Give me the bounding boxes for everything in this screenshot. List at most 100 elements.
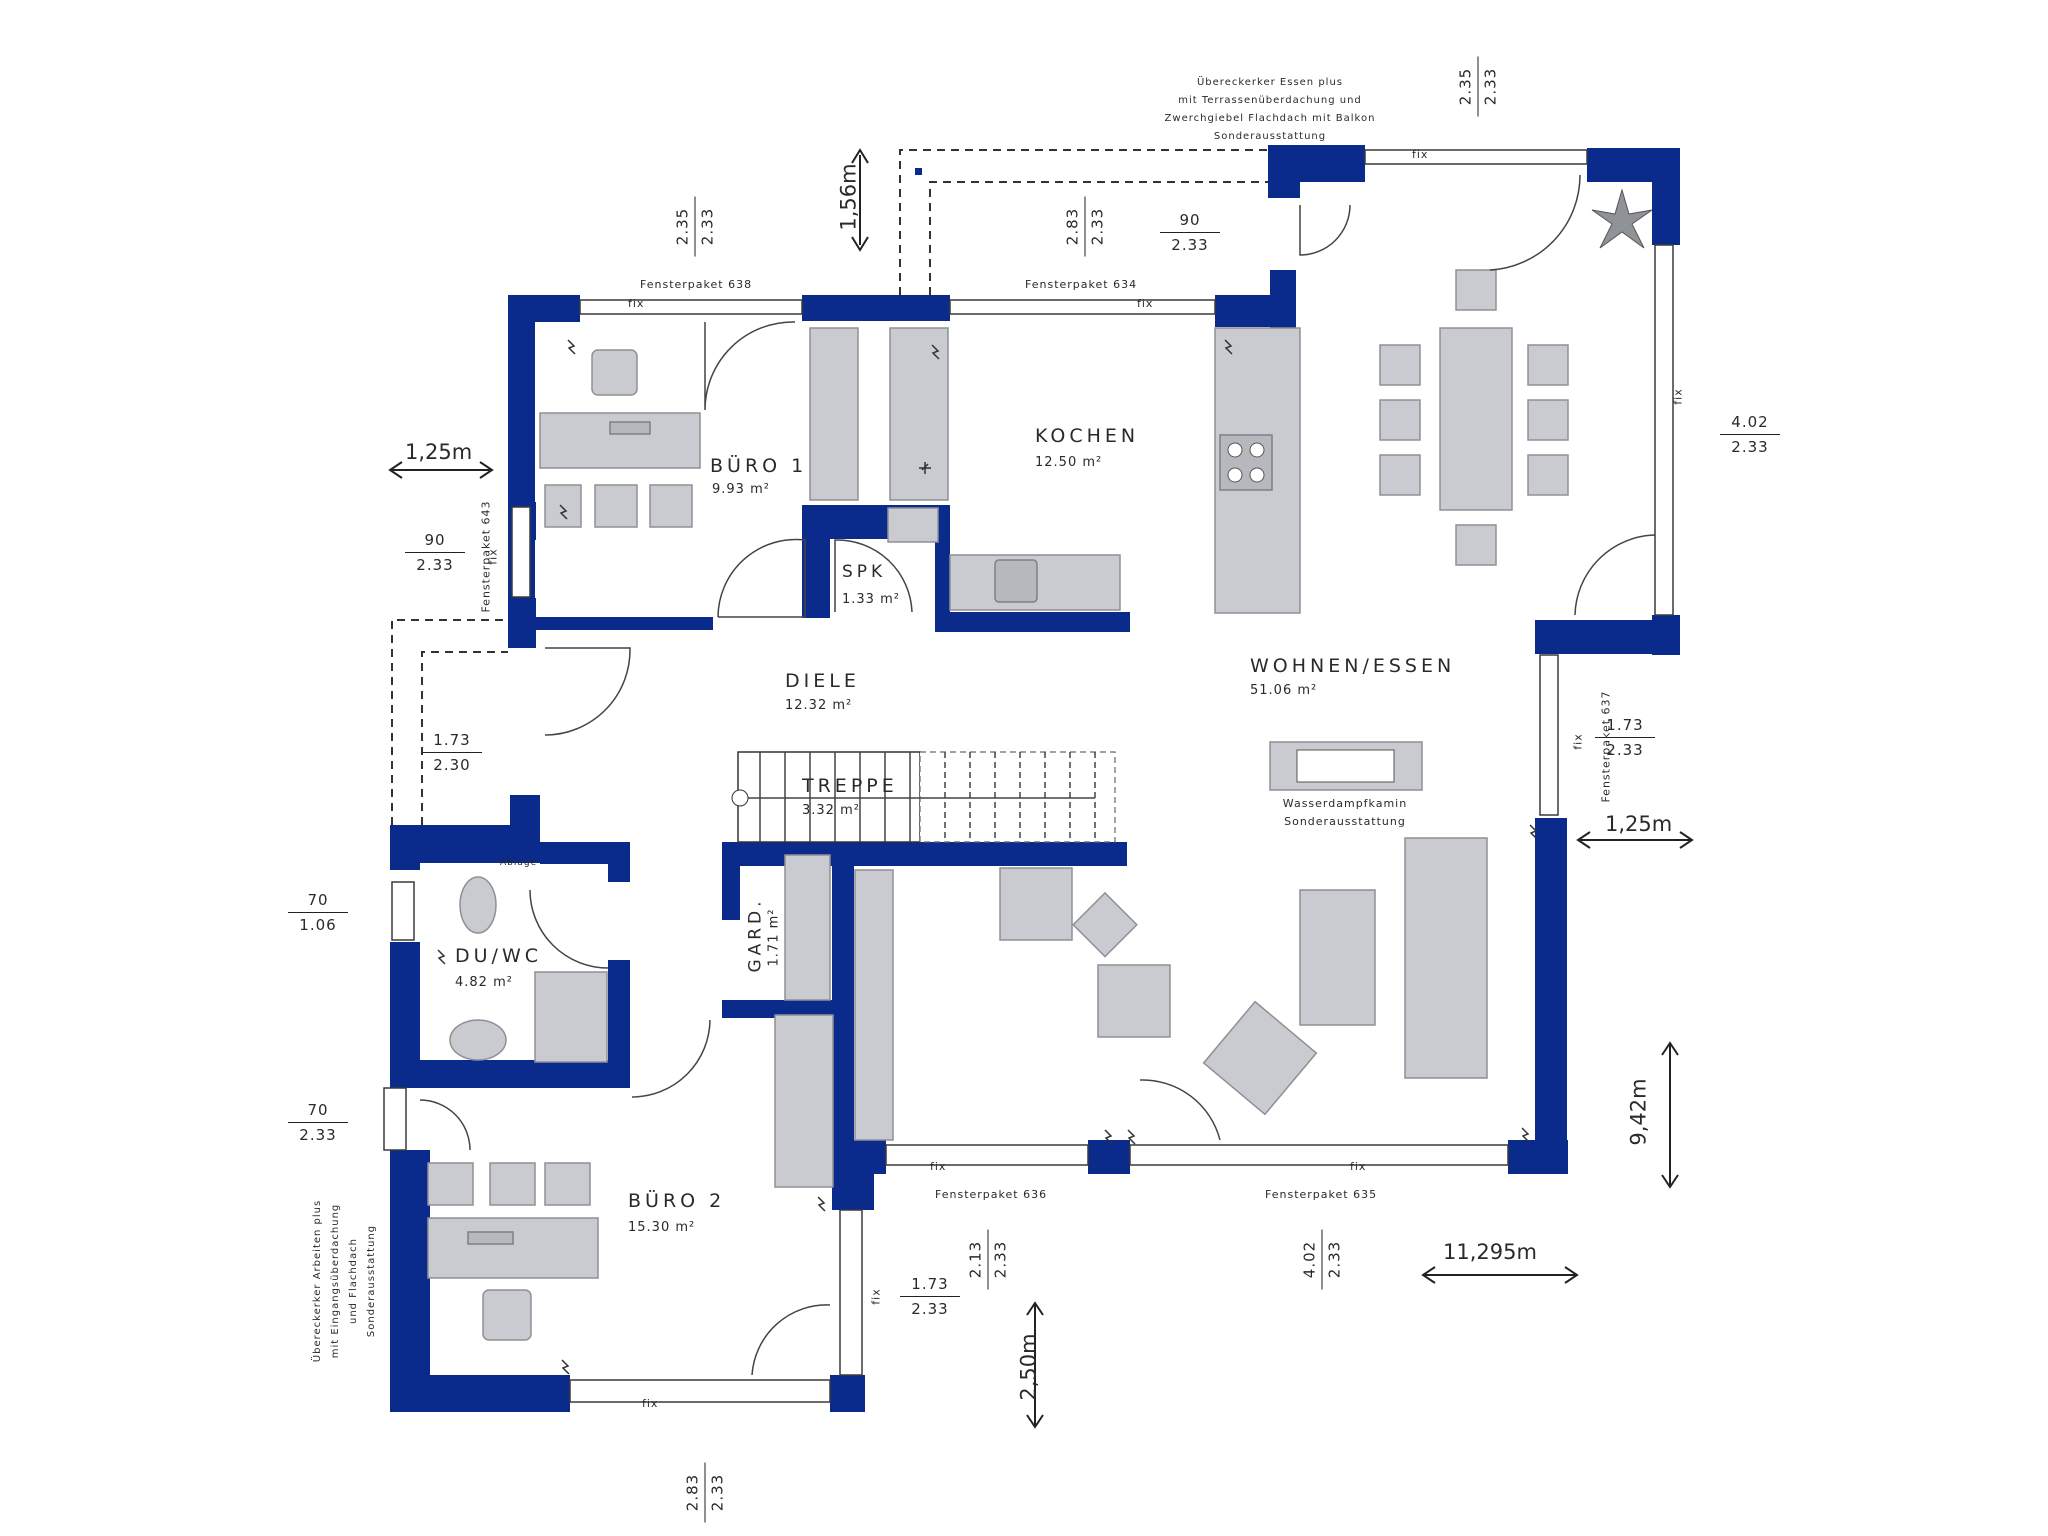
frac-90-top-bottom: 2.33 (1171, 236, 1209, 254)
dimension-2-50m: 2,50m (1016, 1333, 1041, 1401)
dimension-11-295m: 11,295m (1443, 1240, 1537, 1264)
dining-chair-4 (1527, 344, 1569, 386)
armchair-3 (1202, 1000, 1318, 1116)
room-duwc-name: DU/WC (455, 945, 542, 967)
sink (994, 559, 1038, 603)
washbasin (449, 1019, 507, 1061)
frac-bottom-213-bottom: 2.33 (991, 1240, 1010, 1279)
armchair-1 (999, 867, 1073, 941)
frac-left-173-top: 1.73 (422, 728, 482, 753)
room-buero2-area: 15.30 m² (628, 1220, 696, 1235)
plant-icon (1591, 188, 1653, 249)
note-erker-arbeiten-line-2: mit Eingangsüberdachung (330, 1203, 341, 1359)
spk-shelf (887, 507, 939, 543)
chair-buero2 (482, 1289, 532, 1341)
tall-cabinet-left (809, 327, 859, 501)
side-table (1072, 891, 1138, 958)
note-erker-arbeiten-line-3: und Flachdach (348, 1238, 359, 1325)
sofa (1404, 837, 1488, 1079)
note-kamin: Wasserdampfkamin Sonderausstattung (1255, 795, 1435, 831)
room-duwc-area: 4.82 m² (455, 975, 513, 990)
cabinet-buero1-a (544, 484, 582, 528)
cabinet-buero1-b (594, 484, 638, 528)
frac-bottom-173-top: 1.73 (900, 1272, 960, 1297)
burner-1 (1227, 442, 1243, 458)
dining-chair-7 (1455, 269, 1497, 311)
frac-bottom-213-top: 2.13 (963, 1229, 989, 1290)
tall-cabinet-right (889, 327, 949, 501)
room-kochen-area: 12.50 m² (1035, 455, 1103, 470)
fix-label-10: fix (642, 1397, 659, 1410)
dining-chair-8 (1455, 524, 1497, 566)
keyboard-buero1 (609, 421, 651, 435)
room-diele-area: 12.32 m² (785, 698, 853, 713)
room-treppe-area: 3.32 m² (802, 803, 860, 818)
coffee-table (1299, 889, 1376, 1026)
cabinet-buero2-a (427, 1162, 474, 1206)
frac-left-90-bottom: 2.33 (416, 556, 454, 574)
dining-chair-2 (1379, 399, 1421, 441)
frac-right-402-bottom: 2.33 (1731, 438, 1769, 456)
note-erker-arbeiten: Übereckerker Arbeiten plus mit Eingangsü… (309, 1181, 381, 1381)
room-diele-name: DIELE (785, 670, 860, 692)
staircase (731, 751, 1116, 843)
dining-chair-6 (1527, 454, 1569, 496)
hall-closet (774, 1014, 834, 1188)
room-buero2-name: BÜRO 2 (628, 1190, 726, 1212)
fix-label-1: fix (628, 297, 645, 310)
fix-label-8: fix (1350, 1160, 1367, 1173)
window-label-fp638: Fensterpaket 638 (640, 278, 753, 291)
frac-left-70b-bottom: 2.33 (299, 1126, 337, 1144)
dining-chair-1 (1379, 344, 1421, 386)
frac-kochen-top-bottom: 2.33 (1088, 207, 1107, 246)
frac-left-173-bottom: 2.30 (433, 756, 471, 774)
dimension-lines (388, 148, 1694, 1429)
burner-4 (1249, 467, 1265, 483)
fix-label-4: fix (1671, 388, 1685, 405)
frac-top-right-bottom: 2.33 (1481, 67, 1500, 106)
frac-bottom-402-bottom: 2.33 (1325, 1240, 1344, 1279)
note-erker-arbeiten-line-1: Übereckerker Arbeiten plus (312, 1199, 323, 1363)
frac-left-70a-top: 70 (288, 888, 348, 913)
dimension-1-25m-left: 1,25m (405, 440, 473, 464)
room-buero1-area: 9.93 m² (712, 482, 770, 497)
dining-chair-3 (1379, 454, 1421, 496)
window-label-fp634: Fensterpaket 634 (1025, 278, 1138, 291)
electrical-symbols (437, 339, 1538, 1375)
dimension-9-42m: 9,42m (1626, 1078, 1651, 1146)
room-treppe-name: TREPPE (802, 775, 898, 797)
note-erker-essen-line-4: Sonderausstattung (1213, 131, 1327, 142)
frac-bottom-283-bottom: 2.33 (708, 1473, 727, 1512)
furniture (427, 188, 1653, 1341)
toilet (459, 876, 497, 934)
note-erker-essen-line-3: Zwerchgiebel Flachdach mit Balkon (1164, 113, 1376, 124)
room-spk-area: 1.33 m² (842, 592, 900, 607)
gard-cabinet (784, 854, 831, 1001)
cabinet-buero2-c (544, 1162, 591, 1206)
windows (383, 149, 1674, 1403)
room-kochen-name: KOCHEN (1035, 425, 1140, 447)
burner-3 (1227, 467, 1243, 483)
fix-label-2: fix (1137, 297, 1154, 310)
room-gard-area: 1.71 m² (766, 908, 782, 967)
fix-label-9: fix (869, 1288, 883, 1305)
dimension-1-56m: 1,56m (836, 163, 861, 231)
walls (390, 145, 1680, 1412)
ablage-label: Ablage (500, 858, 538, 868)
burner-2 (1249, 442, 1265, 458)
cooktop (1219, 434, 1273, 491)
shower (534, 971, 608, 1063)
note-erker-arbeiten-line-4: Sonderausstattung (366, 1224, 377, 1338)
fix-label-6: fix (1571, 733, 1585, 750)
room-wohnen-name: WOHNEN/ESSEN (1250, 655, 1456, 677)
dimension-1-25m-right: 1,25m (1605, 812, 1673, 836)
